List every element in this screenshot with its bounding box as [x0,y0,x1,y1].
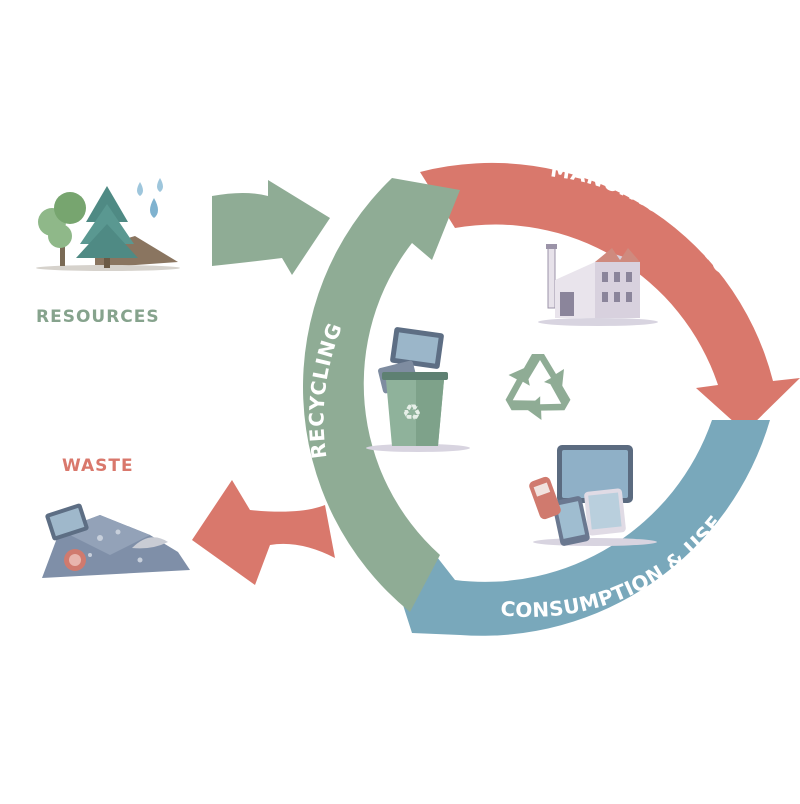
recycle-bin-icon: ♻ [366,327,470,452]
waste-pile-icon [42,503,190,578]
svg-text:♻: ♻ [402,401,422,426]
recycling-arrow [303,178,460,612]
devices-icon [529,445,657,546]
recycle-symbol-icon [505,354,571,421]
waste-arrow [192,480,335,585]
resources-label: RESOURCES [36,307,160,327]
resources-arrow [212,180,330,275]
consumption-arrow [395,420,770,636]
waste-label: WASTE [62,456,134,476]
trees-water-drops-icon [36,178,180,271]
factory-icon [538,244,658,326]
